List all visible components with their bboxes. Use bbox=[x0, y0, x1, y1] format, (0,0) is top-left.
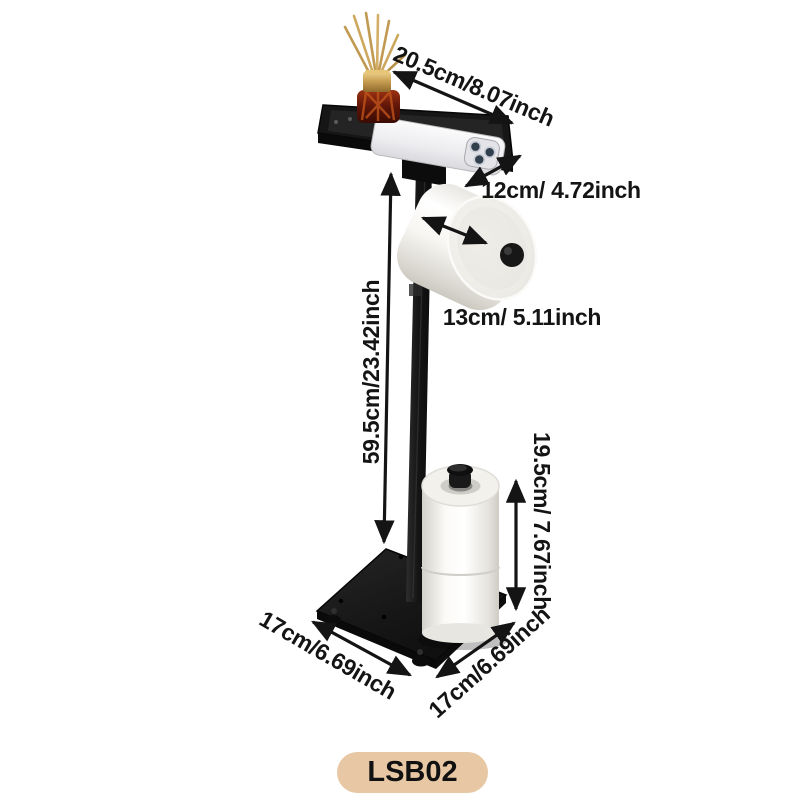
dimension-arrows bbox=[311, 70, 527, 679]
arrow-roll-diameter bbox=[420, 216, 489, 245]
camera-lens-icon bbox=[473, 153, 486, 166]
model-badge-text: LSB02 bbox=[367, 756, 458, 788]
model-badge: LSB02 bbox=[337, 752, 488, 793]
base-foot bbox=[412, 655, 430, 667]
diffuser-cap bbox=[363, 72, 391, 92]
arrow-tray-width bbox=[391, 70, 515, 125]
spindle-knob bbox=[447, 464, 473, 488]
dimension-label-roll-diameter: 13cm/ 5.11inch bbox=[442, 304, 602, 330]
camera-lens-icon bbox=[469, 140, 482, 153]
dimension-label-stand-height: 59.5cm/23.42inch bbox=[358, 279, 384, 465]
spare-toilet-rolls bbox=[418, 464, 508, 650]
dimension-label-roll-width: 12cm/ 4.72inch bbox=[481, 177, 641, 203]
dimension-label-spare-stack-height: 19.5cm/ 7.67inch bbox=[529, 431, 555, 611]
arrow-base-width bbox=[435, 621, 516, 679]
base-foot bbox=[325, 615, 341, 625]
arrow-roll-width bbox=[464, 154, 522, 188]
arrow-stand-height bbox=[374, 171, 401, 545]
arrow-base-depth bbox=[311, 620, 412, 677]
camera-lens-icon bbox=[483, 146, 496, 159]
holder-knob bbox=[500, 243, 524, 267]
reed-diffuser bbox=[343, 11, 407, 123]
